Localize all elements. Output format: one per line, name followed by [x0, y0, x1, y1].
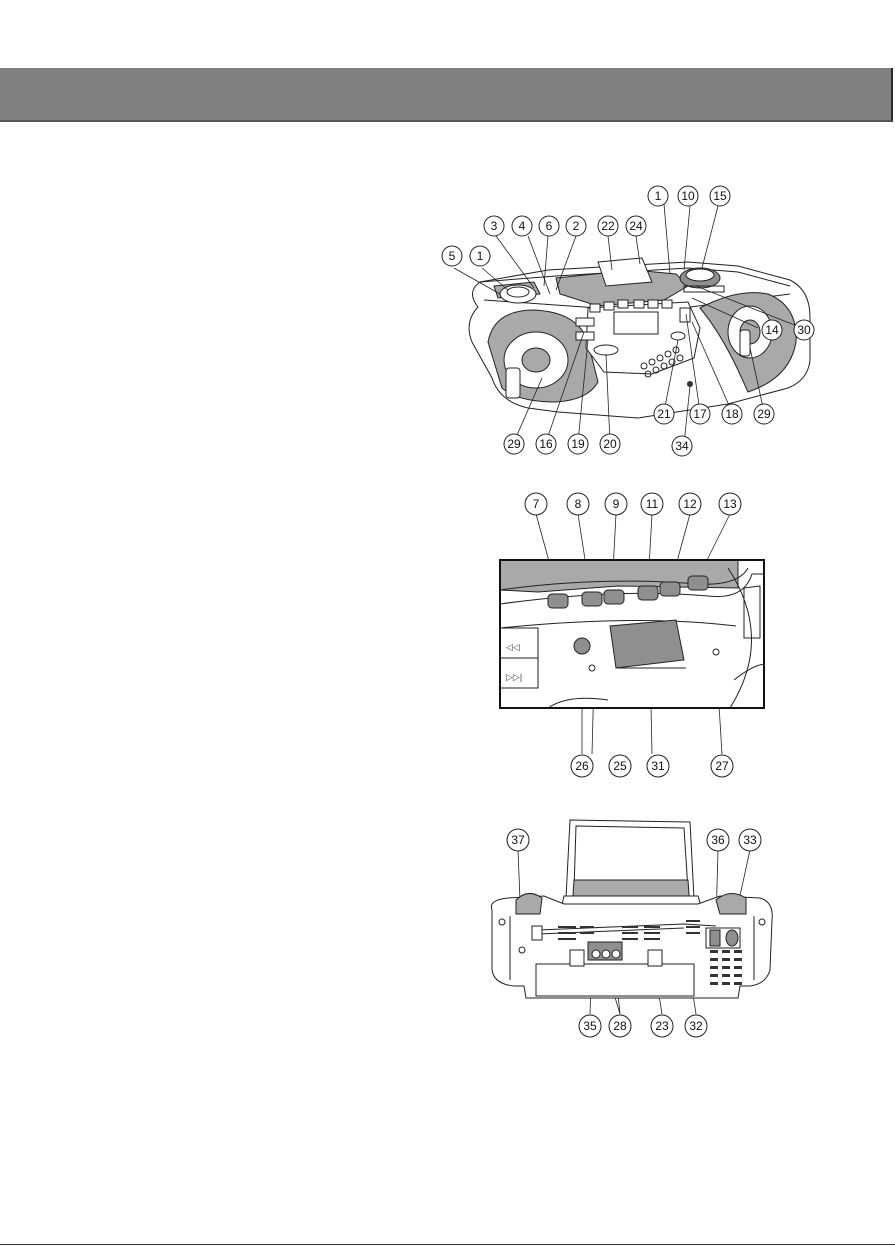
svg-text:22: 22 — [601, 219, 615, 233]
svg-text:10: 10 — [681, 189, 695, 203]
svg-text:36: 36 — [711, 833, 725, 847]
svg-text:29: 29 — [507, 437, 521, 451]
svg-text:3: 3 — [491, 219, 498, 233]
callout-37: 37 — [507, 829, 529, 851]
svg-text:18: 18 — [725, 407, 739, 421]
callout-29-left: 29 — [504, 434, 524, 454]
callout-15: 15 — [710, 186, 730, 206]
callout-23: 23 — [651, 1015, 673, 1037]
callout-30: 30 — [794, 320, 814, 340]
callout-20: 20 — [600, 434, 620, 454]
callout-3: 3 — [484, 216, 504, 236]
callout-34: 34 — [672, 436, 692, 456]
svg-text:9: 9 — [613, 497, 620, 511]
svg-text:27: 27 — [715, 759, 729, 773]
svg-text:12: 12 — [683, 497, 697, 511]
callout-24: 24 — [626, 216, 646, 236]
svg-text:28: 28 — [613, 1019, 627, 1033]
svg-text:25: 25 — [613, 759, 627, 773]
callout-36: 36 — [707, 829, 729, 851]
callout-33: 33 — [739, 829, 761, 851]
callout-19: 19 — [568, 434, 588, 454]
front-view-figure: 1 10 15 3 4 6 2 22 24 5 1 14 30 29 16 19… — [438, 182, 830, 460]
callout-7: 7 — [525, 493, 547, 515]
svg-text:29: 29 — [757, 407, 771, 421]
forward-label: ▷▷| — [506, 672, 522, 682]
svg-text:24: 24 — [629, 219, 643, 233]
callout-1b: 1 — [470, 246, 490, 266]
svg-text:2: 2 — [573, 219, 580, 233]
callout-16: 16 — [536, 434, 556, 454]
callout-4: 4 — [512, 216, 532, 236]
callout-6: 6 — [539, 216, 559, 236]
svg-text:8: 8 — [575, 497, 582, 511]
svg-text:19: 19 — [571, 437, 585, 451]
svg-text:17: 17 — [693, 407, 707, 421]
callout-17: 17 — [690, 404, 710, 424]
svg-text:16: 16 — [539, 437, 553, 451]
callout-32: 32 — [685, 1015, 707, 1037]
callout-18: 18 — [722, 404, 742, 424]
callout-8: 8 — [567, 493, 589, 515]
callout-35: 35 — [579, 1015, 601, 1037]
svg-text:35: 35 — [583, 1019, 597, 1033]
callout-22: 22 — [598, 216, 618, 236]
callout-13: 13 — [719, 493, 741, 515]
callout-25: 25 — [609, 755, 631, 777]
callout-31: 31 — [647, 755, 669, 777]
svg-text:4: 4 — [519, 219, 526, 233]
svg-text:1: 1 — [477, 249, 484, 263]
display-panel-figure: ◁◁ ▷▷| 7 8 9 11 12 13 26 25 31 27 — [498, 488, 766, 784]
svg-text:1: 1 — [655, 189, 662, 203]
svg-text:6: 6 — [546, 219, 553, 233]
callout-2: 2 — [566, 216, 586, 236]
rewind-label: ◁◁ — [506, 642, 520, 652]
svg-text:32: 32 — [689, 1019, 703, 1033]
footer-rule — [0, 1244, 895, 1245]
callout-29-right: 29 — [754, 404, 774, 424]
svg-text:31: 31 — [651, 759, 665, 773]
svg-text:7: 7 — [533, 497, 540, 511]
callout-28: 28 — [609, 1015, 631, 1037]
callout-12: 12 — [679, 493, 701, 515]
callout-1: 1 — [648, 186, 668, 206]
svg-text:23: 23 — [655, 1019, 669, 1033]
callout-11: 11 — [641, 493, 663, 515]
callout-5: 5 — [442, 246, 462, 266]
svg-text:20: 20 — [603, 437, 617, 451]
svg-text:21: 21 — [657, 407, 671, 421]
svg-text:26: 26 — [575, 759, 589, 773]
rear-view-figure: 37 36 33 35 28 23 32 — [484, 820, 774, 1046]
callout-21: 21 — [654, 404, 674, 424]
svg-text:15: 15 — [713, 189, 727, 203]
svg-text:37: 37 — [511, 833, 525, 847]
callout-27: 27 — [711, 755, 733, 777]
callout-9: 9 — [605, 493, 627, 515]
callout-10: 10 — [678, 186, 698, 206]
svg-text:11: 11 — [646, 497, 659, 511]
svg-text:5: 5 — [449, 249, 456, 263]
svg-text:30: 30 — [797, 323, 811, 337]
svg-text:33: 33 — [743, 833, 757, 847]
svg-text:14: 14 — [765, 323, 779, 337]
svg-text:34: 34 — [675, 439, 689, 453]
section-header-bar — [0, 68, 893, 122]
svg-text:13: 13 — [723, 497, 737, 511]
callout-26: 26 — [571, 755, 593, 777]
callout-14: 14 — [762, 320, 782, 340]
